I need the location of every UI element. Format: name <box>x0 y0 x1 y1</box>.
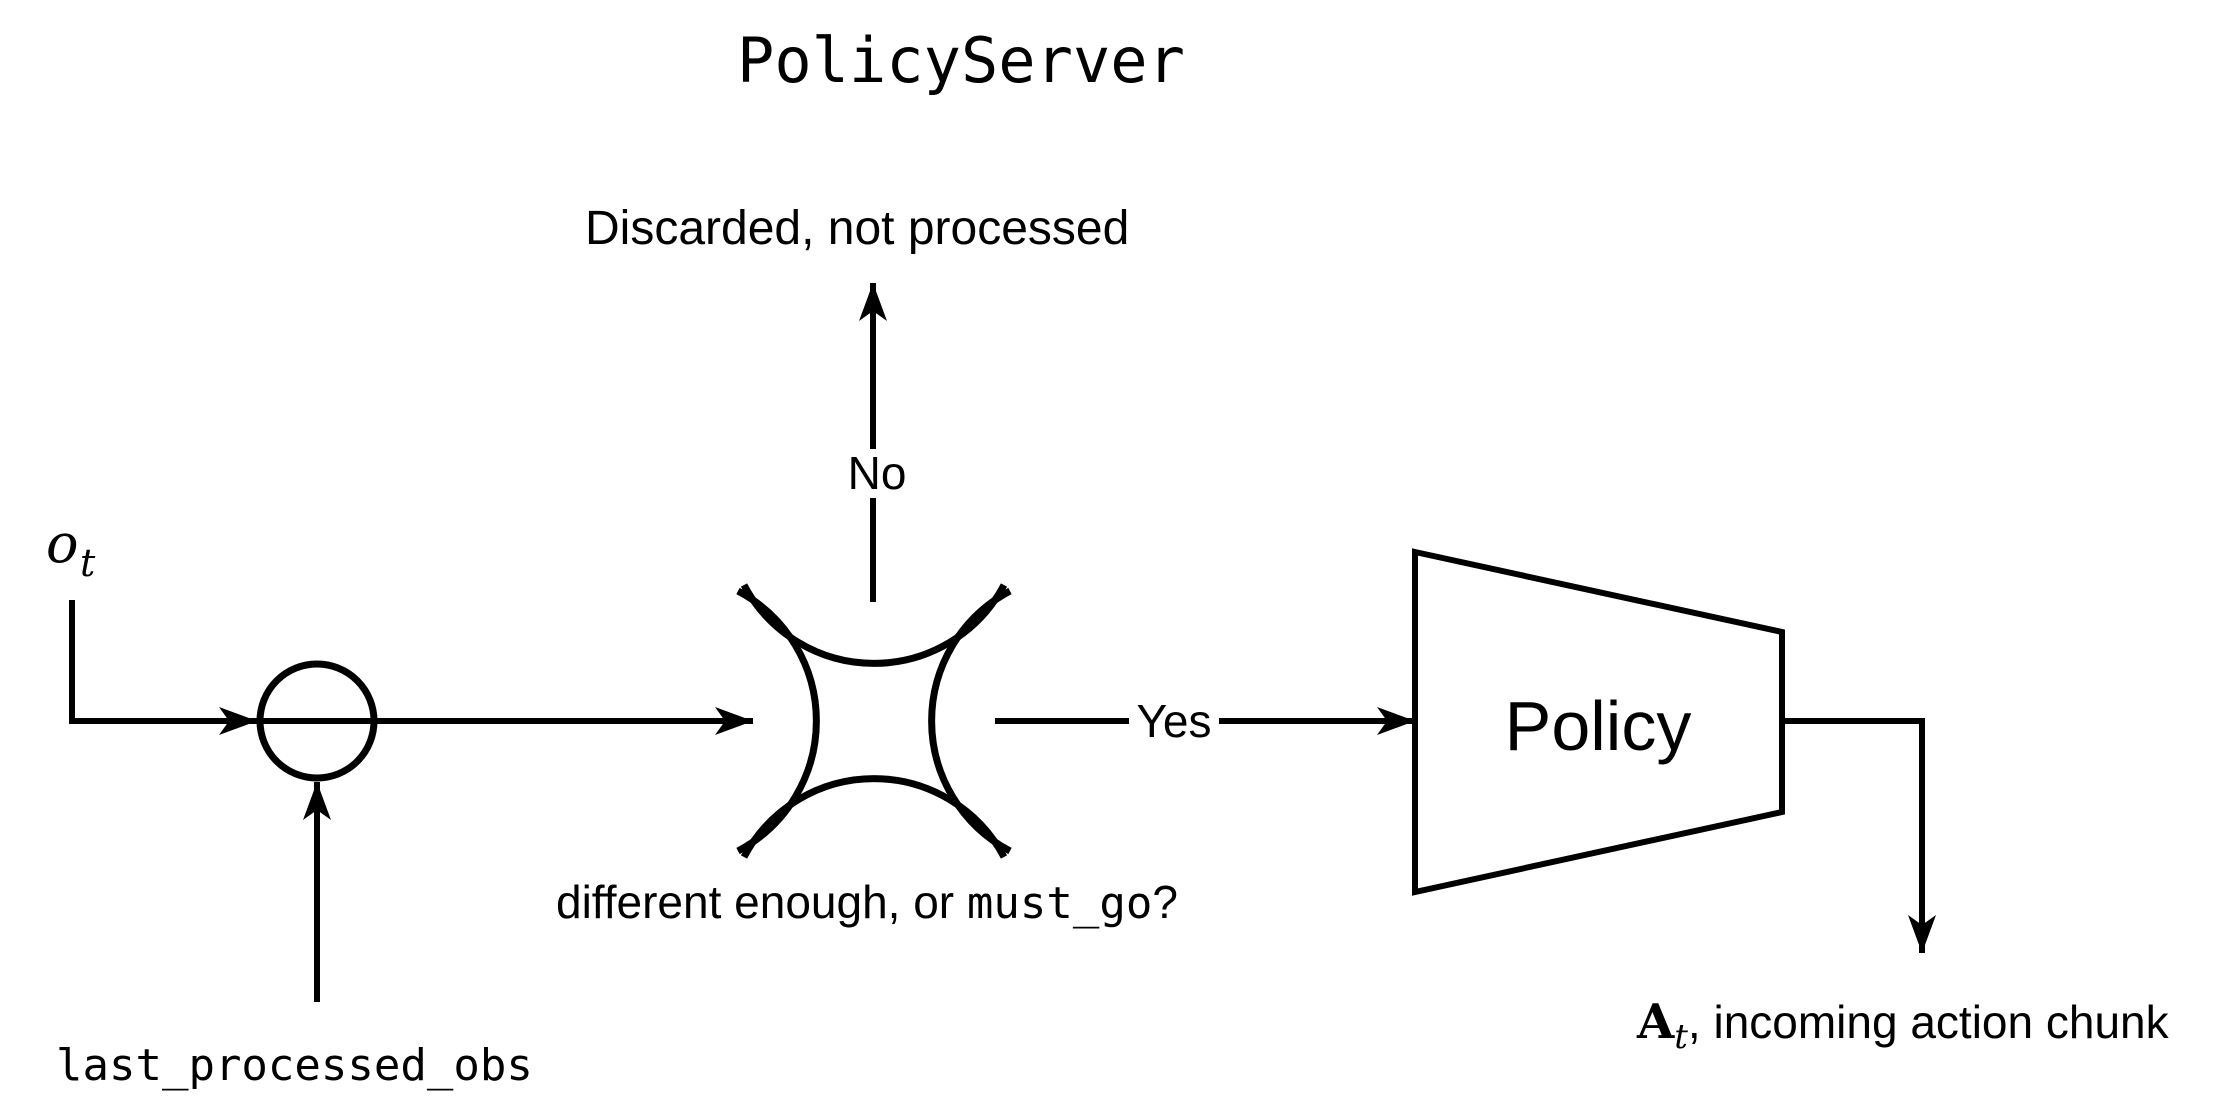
discarded-label: Discarded, not processed <box>585 202 1129 255</box>
condition-suffix: ? <box>1152 876 1178 928</box>
obs-input-arrow <box>69 600 257 735</box>
observation-subscript: t <box>80 541 96 585</box>
condition-prefix: different enough, or <box>556 876 967 928</box>
policy-label: Policy <box>1505 687 1692 765</box>
condition-code: must_go <box>967 878 1152 929</box>
observation-label: o t <box>46 512 96 585</box>
yes-label-gap <box>1129 695 1219 745</box>
action-subscript: t <box>1674 1017 1688 1057</box>
policy-trapezoid <box>1412 548 1785 896</box>
policy-output-arrow <box>1782 718 1936 953</box>
action-suffix: , incoming action chunk <box>1688 996 2170 1048</box>
action-chunk-label: At, incoming action chunk <box>1636 994 2170 1057</box>
yes-label: Yes <box>1136 695 1211 747</box>
no-label: No <box>848 447 907 499</box>
decision-node-star <box>736 583 1012 859</box>
no-label-gap <box>845 449 909 498</box>
condition-label: different enough, or must_go? <box>556 876 1178 929</box>
action-symbol: A <box>1636 994 1675 1050</box>
observation-symbol: o <box>46 512 79 575</box>
diagram-title: PolicyServer <box>737 24 1185 97</box>
last-processed-obs-label: last_processed_obs <box>56 1040 533 1091</box>
